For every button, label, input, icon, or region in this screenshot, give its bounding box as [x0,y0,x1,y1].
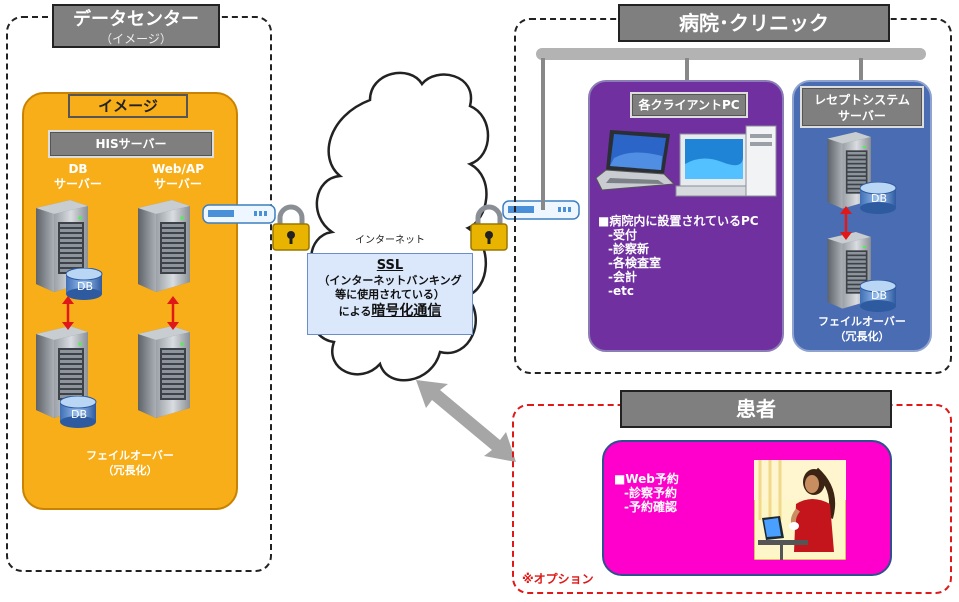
receipt-db-primary-tag: DB [870,192,888,205]
laptop-icon [595,130,676,191]
datacenter-failover-line2: （冗長化） [102,464,158,477]
ssl-line3: による暗号化通信 [308,302,472,321]
datacenter-panel [22,92,238,510]
lan-drop-left [541,58,545,210]
router-hospital-icon [502,200,580,220]
web-redundancy-arrow-icon [167,296,179,330]
ssl-line1: （インターネットバンキング [318,274,462,287]
hospital-failover-label: フェイルオーバー （冗長化） [800,314,924,344]
option-note: ※オプション [522,572,594,586]
datacenter-failover-line1: フェイルオーバー [86,449,174,462]
clients-label: 各クライアントPC [632,94,746,116]
lan-drop-clients [685,58,689,80]
clients-heading: ■病院内に設置されているPC [598,214,759,228]
his-server-label: HISサーバー [50,132,212,156]
receipt-label-line2: サーバー [838,109,886,123]
patient-laptop-user-image [754,460,846,560]
desktop-pc-icon [675,125,777,197]
clients-panel [588,80,784,352]
datacenter-title-box: データセンター （イメージ） [52,4,220,48]
lan-drop-receipt [859,58,863,80]
web-server-label-line2: サーバー [154,177,202,191]
clients-item-billing: -会計 [608,270,637,284]
lock-datacenter-icon [272,204,310,251]
web-reservation-heading: ■Web予約 [614,472,679,486]
db-server-label-line1: DB [68,162,88,176]
receipt-label-line1: レセプトシステム [814,93,910,107]
receipt-redundancy-arrow-icon [840,206,852,240]
clients-item-reception: -受付 [608,228,637,242]
hospital-failover-line2: （冗長化） [834,330,890,343]
clients-item-exam: -診察新 [608,242,649,256]
web-reservation-item-confirm: -予約確認 [624,500,677,514]
ssl-emphasis: 暗号化通信 [371,303,442,319]
ssl-box: SSL （インターネットバンキング 等に使用されている） による暗号化通信 [307,253,473,335]
lock-hospital-icon [470,204,508,251]
patient-connection-arrow-icon [416,380,516,462]
ssl-line2: 等に使用されている） [335,288,445,301]
db-server-label-line2: サーバー [54,177,102,191]
router-datacenter-icon [202,204,276,224]
clients-item-labs: -各検査室 [608,256,661,270]
receipt-db-backup-tag: DB [870,289,888,302]
image-label: イメージ [68,94,188,118]
db-storage-backup-tag: DB [70,408,88,421]
hospital-failover-line1: フェイルオーバー [818,315,906,328]
web-server-primary-icon [138,200,190,292]
web-server-backup-icon [138,326,190,418]
hospital-title: 病院･クリニック [618,4,890,42]
lan-bus [536,48,926,60]
web-server-label: Web/AP サーバー [136,162,220,192]
receipt-label: レセプトシステム サーバー [802,88,922,126]
db-server-label: DB サーバー [42,162,114,192]
clients-list: ■病院内に設置されているPC -受付 -診察新 -各検査室 -会計 -etc [598,214,778,298]
ssl-title: SSL [376,258,404,273]
datacenter-failover-label: フェイルオーバー （冗長化） [60,448,200,478]
db-storage-tag: DB [76,280,94,293]
datacenter-subtitle: （イメージ） [100,32,172,46]
patient-title: 患者 [620,390,892,428]
internet-label: インターネット [355,235,425,246]
datacenter-title: データセンター [73,9,199,30]
web-reservation-item-book: -診察予約 [624,486,677,500]
ssl-prefix: による [338,305,372,318]
patient-list: ■Web予約 -診察予約 -予約確認 [614,472,754,514]
db-redundancy-arrow-icon [62,296,74,330]
clients-item-etc: -etc [608,284,634,298]
web-server-label-line1: Web/AP [151,162,204,176]
